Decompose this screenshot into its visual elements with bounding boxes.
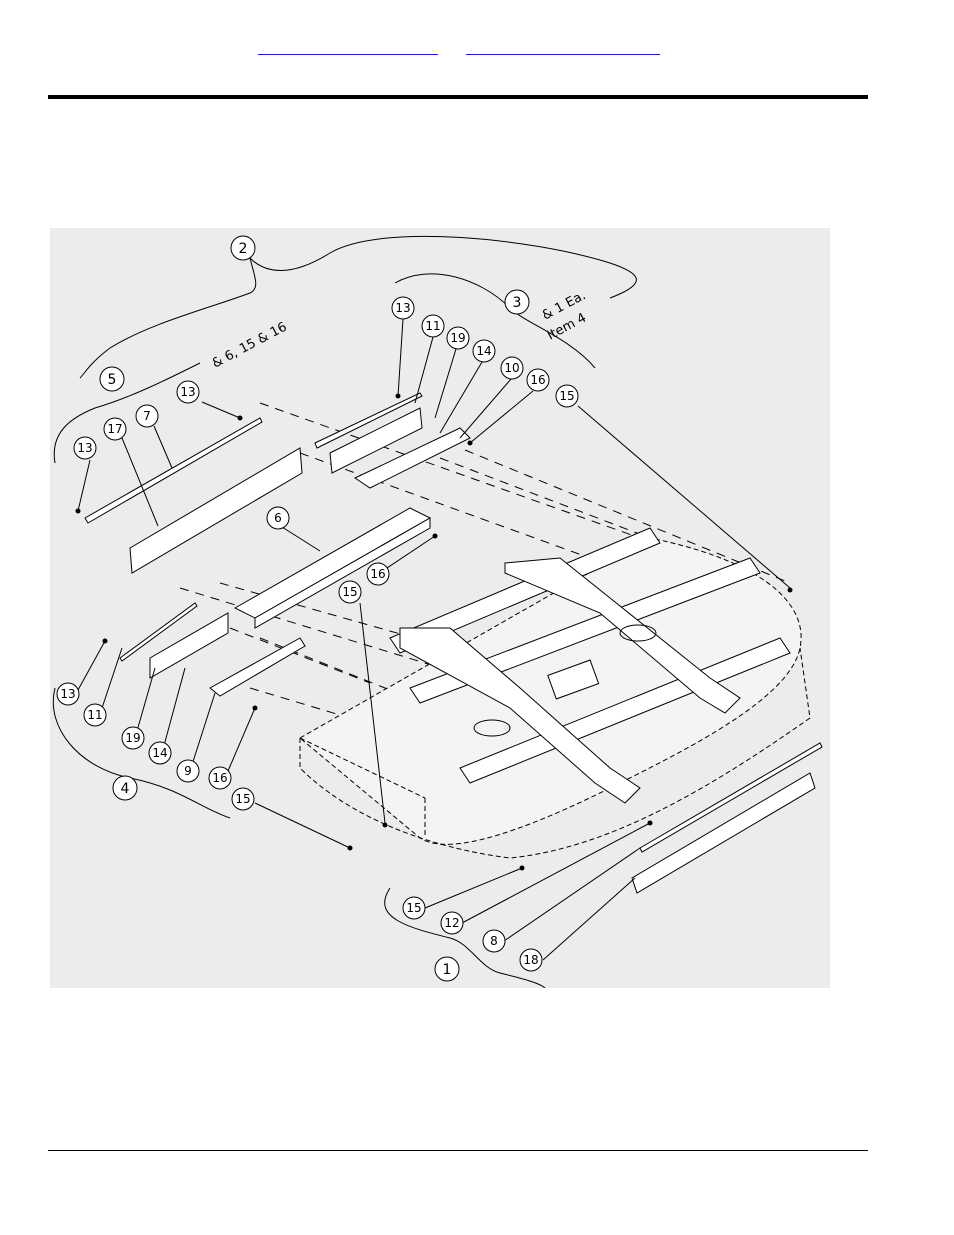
balloon-15-mid: 15 (338, 580, 362, 604)
svg-text:11: 11 (425, 319, 440, 333)
svg-text:19: 19 (450, 331, 465, 345)
deck-skirt-outline (299, 647, 811, 859)
spindle-left (473, 719, 511, 737)
svg-text:9: 9 (184, 764, 192, 778)
part-18-panel (631, 772, 816, 894)
svg-text:16: 16 (212, 771, 227, 785)
callout-1-circle (434, 956, 460, 982)
balloon-15-right: 15 (555, 384, 579, 408)
balloon-16-mid: 16 (366, 562, 390, 586)
part-6-channel (233, 507, 432, 619)
svg-text:13: 13 (395, 301, 410, 315)
balloon-10: 10 (500, 356, 524, 380)
balloon-6: 6 (266, 506, 290, 530)
svg-text:12: 12 (444, 916, 459, 930)
callout-3-label: 3 (513, 295, 522, 311)
balloon-18: 18 (519, 948, 543, 972)
svg-text:11: 11 (87, 708, 102, 722)
footer-rule (48, 1150, 868, 1151)
svg-text:14: 14 (476, 344, 491, 358)
balloon-11-lower: 11 (83, 703, 107, 727)
svg-text:19: 19 (125, 731, 140, 745)
balloon-12: 12 (440, 911, 464, 935)
frame-beam-center (409, 557, 761, 704)
part-19-panel-lower (149, 612, 229, 679)
balloon-13-lower: 13 (56, 682, 80, 706)
balloon-13-upper: 13 (176, 380, 200, 404)
header-link-left[interactable] (258, 40, 438, 55)
frame-arm-left (399, 627, 641, 804)
balloon-14-top: 14 (472, 339, 496, 363)
brace-group-4 (52, 687, 231, 819)
part-10-bracket (353, 427, 471, 489)
svg-text:15: 15 (559, 389, 574, 403)
callout-2-circle (230, 235, 256, 261)
header-link-right[interactable] (466, 40, 660, 55)
callout-5-label: 5 (108, 372, 117, 388)
svg-text:6: 6 (274, 511, 282, 525)
brace-group-1 (384, 887, 546, 989)
exploded-view-drawing: 2 3 5 4 1 & 6, 15 & 16 & 1 Ea. Item 4 13… (52, 235, 823, 989)
svg-text:13: 13 (77, 441, 92, 455)
brace-group-2-left (79, 257, 257, 379)
part-9-bracket (209, 637, 306, 697)
deck-top-outline (299, 537, 802, 845)
balloon-15-lower: 15 (231, 787, 255, 811)
svg-text:13: 13 (180, 385, 195, 399)
svg-text:7: 7 (143, 409, 151, 423)
frame-arm-right (504, 557, 741, 714)
svg-text:17: 17 (107, 422, 122, 436)
frame-beam-front (459, 637, 791, 784)
part-7-strip (84, 417, 263, 524)
callout-4-label: 4 (121, 781, 130, 797)
svg-text:15: 15 (235, 792, 250, 806)
balloon-14-lower: 14 (148, 741, 172, 765)
part-19-panel-upper (329, 407, 423, 474)
svg-text:18: 18 (523, 953, 538, 967)
balloon-13-left: 13 (73, 436, 97, 460)
balloon-16-lower: 16 (208, 766, 232, 790)
svg-text:14: 14 (152, 746, 167, 760)
balloon-17: 17 (103, 417, 127, 441)
note-group-2: & 6, 15 & 16 (210, 320, 290, 372)
balloon-19-top: 19 (446, 326, 470, 350)
balloon-8: 8 (482, 929, 506, 953)
balloon-16-top: 16 (526, 368, 550, 392)
brace-group-5 (53, 362, 201, 464)
brace-group-2-right (249, 235, 637, 299)
spindle-right (619, 624, 657, 642)
part-8-strip (639, 742, 823, 853)
svg-text:15: 15 (406, 901, 421, 915)
balloon-19-lower: 19 (121, 726, 145, 750)
part-11-strip-lower (119, 602, 198, 662)
callout-1-label: 1 (443, 962, 452, 978)
svg-text:10: 10 (504, 361, 519, 375)
gearbox (547, 659, 600, 700)
svg-text:16: 16 (370, 567, 385, 581)
svg-text:15: 15 (342, 585, 357, 599)
part-11-strip-upper (314, 392, 423, 449)
svg-text:13: 13 (60, 687, 75, 701)
balloon-15-bottom: 15 (402, 896, 426, 920)
balloon-7: 7 (135, 404, 159, 428)
part-17-panel (129, 447, 303, 574)
parts-diagram: 2 3 5 4 1 & 6, 15 & 16 & 1 Ea. Item 4 13… (50, 228, 830, 989)
svg-text:16: 16 (530, 373, 545, 387)
balloon-11-top: 11 (421, 314, 445, 338)
callout-5-circle (99, 366, 125, 392)
callout-2-label: 2 (239, 241, 248, 257)
callout-4-circle (112, 775, 138, 801)
callout-3-circle (504, 289, 530, 315)
header-rule (48, 95, 868, 99)
balloon-13-top: 13 (391, 296, 415, 320)
balloon-9: 9 (176, 759, 200, 783)
svg-text:8: 8 (490, 934, 498, 948)
